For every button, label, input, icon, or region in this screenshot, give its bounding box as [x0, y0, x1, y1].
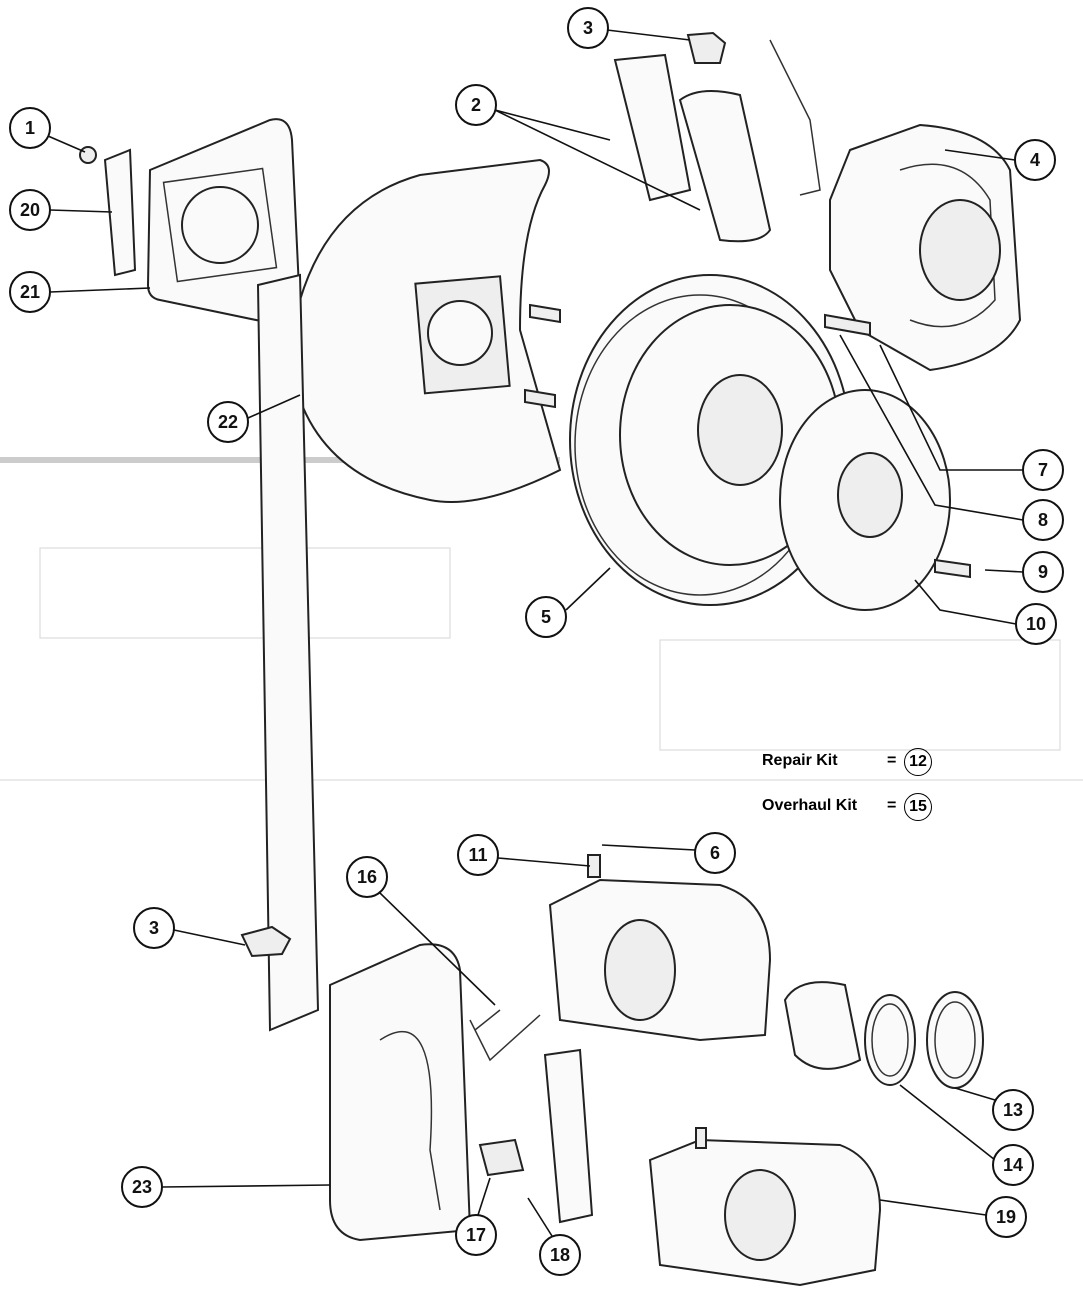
svg-text:22: 22 — [218, 412, 238, 432]
svg-text:1: 1 — [25, 118, 35, 138]
callout-20: 20 — [9, 189, 51, 231]
clip-3-lower — [240, 925, 292, 958]
svg-text:8: 8 — [1038, 510, 1048, 530]
kit-number: 12 — [904, 748, 932, 776]
callout-13: 13 — [992, 1089, 1034, 1131]
callout-11: 11 — [457, 834, 499, 876]
svg-text:10: 10 — [1026, 614, 1046, 634]
overhaul-kit-note: Overhaul Kit = 15 — [762, 793, 942, 821]
kit-number: 15 — [904, 793, 932, 821]
callout-17: 17 — [455, 1214, 497, 1256]
svg-text:20: 20 — [20, 200, 40, 220]
svg-text:19: 19 — [996, 1207, 1016, 1227]
caliper-top — [824, 123, 1022, 372]
piston-and-seals — [783, 981, 984, 1089]
svg-text:13: 13 — [1003, 1100, 1023, 1120]
callout-9: 9 — [1022, 551, 1064, 593]
svg-text:14: 14 — [1003, 1155, 1023, 1175]
callout-6: 6 — [694, 832, 736, 874]
pad-inner — [543, 1048, 594, 1224]
svg-text:3: 3 — [583, 18, 593, 38]
svg-text:7: 7 — [1038, 460, 1048, 480]
svg-text:11: 11 — [468, 845, 487, 865]
callout-16: 16 — [346, 856, 388, 898]
callout-8: 8 — [1022, 499, 1064, 541]
backplate-bracket — [79, 118, 302, 327]
svg-text:21: 21 — [20, 282, 40, 302]
callout-10: 10 — [1015, 603, 1057, 645]
slider-block — [478, 1138, 525, 1177]
callout-22: 22 — [207, 401, 249, 443]
callout-23: 23 — [121, 1166, 163, 1208]
caliper-body-lower — [548, 854, 772, 1042]
callout-21: 21 — [9, 271, 51, 313]
svg-text:6: 6 — [710, 843, 720, 863]
kit-equals: = — [887, 797, 897, 814]
svg-text:16: 16 — [357, 867, 377, 887]
pad-outer — [256, 273, 320, 1032]
mounting-bracket — [329, 943, 472, 1242]
svg-text:2: 2 — [471, 95, 481, 115]
brake-pads-top — [613, 31, 821, 243]
anti-rattle-spring — [469, 1009, 541, 1062]
callout-14: 14 — [992, 1144, 1034, 1186]
svg-text:23: 23 — [132, 1177, 152, 1197]
callout-5: 5 — [525, 596, 567, 638]
svg-text:4: 4 — [1030, 150, 1040, 170]
callout-4: 4 — [1014, 139, 1056, 181]
callout-2: 2 — [455, 84, 497, 126]
callout-1: 1 — [9, 107, 51, 149]
svg-text:3: 3 — [149, 918, 159, 938]
kit-equals: = — [887, 752, 897, 769]
callout-7: 7 — [1022, 449, 1064, 491]
callout-3-top: 3 — [567, 7, 609, 49]
kit-label: Overhaul Kit — [762, 797, 858, 814]
svg-text:9: 9 — [1038, 562, 1048, 582]
svg-text:5: 5 — [541, 607, 551, 627]
repair-kit-note: Repair Kit = 12 — [762, 748, 942, 776]
hub-plate — [779, 389, 971, 611]
callout-19: 19 — [985, 1196, 1027, 1238]
callout-18: 18 — [539, 1234, 581, 1276]
leader-lines — [47, 29, 1024, 1237]
caliper-complete-lower — [648, 1127, 882, 1287]
svg-text:18: 18 — [550, 1245, 570, 1265]
dust-shield — [299, 158, 562, 503]
callout-3-bottom: 3 — [133, 907, 175, 949]
kit-label: Repair Kit — [762, 752, 838, 769]
svg-text:17: 17 — [466, 1225, 486, 1245]
